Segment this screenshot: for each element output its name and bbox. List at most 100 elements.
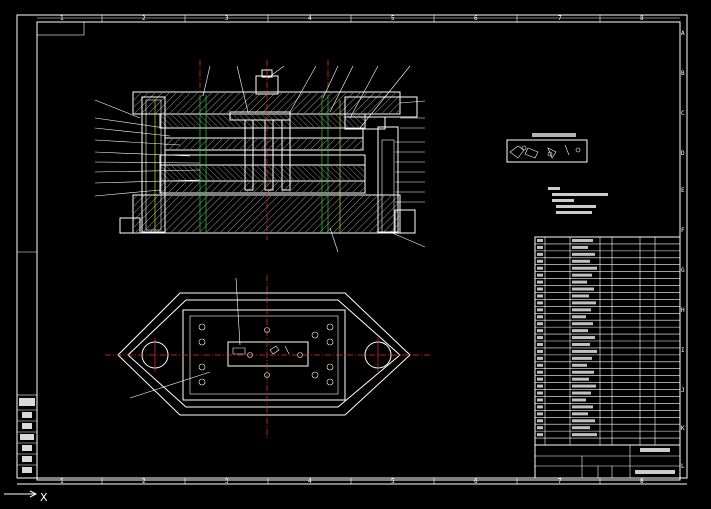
bom-row-name <box>572 412 588 416</box>
zone-row-c: C <box>681 110 685 117</box>
bom-row-number <box>537 398 543 402</box>
zone-col-8: 8 <box>640 478 644 485</box>
bom-row-name <box>572 259 590 263</box>
zone-col-2: 2 <box>142 478 146 485</box>
zone-letters-right: A B C D E F G H I J K L <box>681 30 685 470</box>
zone-row-i: I <box>681 347 685 354</box>
bom-row-name <box>572 239 593 242</box>
bom-row-number <box>537 266 543 270</box>
bom-row-number <box>537 329 543 333</box>
bom-row-name <box>572 308 591 312</box>
zone-col-7: 7 <box>558 478 562 485</box>
zone-col-5: 5 <box>391 478 395 485</box>
zone-row-j: J <box>681 387 685 394</box>
bom-row-name <box>572 356 592 360</box>
bom-row-number <box>537 405 543 409</box>
bom-row-name <box>572 315 586 319</box>
zone-numbers-bottom: 1 2 3 4 5 6 7 8 <box>60 478 644 485</box>
ucs-x-label: X <box>40 491 48 504</box>
bom-row-number <box>537 280 543 284</box>
zone-row-a: A <box>681 30 685 37</box>
bom-row-name <box>572 329 588 333</box>
zone-col-2: 2 <box>142 15 146 22</box>
bom-row-name <box>572 280 587 284</box>
bom-row-name <box>572 252 595 256</box>
bom-row-name <box>572 336 595 340</box>
title-block[interactable] <box>534 444 681 479</box>
zone-col-5: 5 <box>391 15 395 22</box>
bom-row-name <box>572 245 588 249</box>
bom-row-number <box>537 391 543 395</box>
bom-table[interactable] <box>534 236 681 446</box>
plan-view[interactable] <box>105 275 430 440</box>
bom-row-number <box>537 273 543 277</box>
zone-col-1: 1 <box>60 15 64 22</box>
zone-col-8: 8 <box>640 15 644 22</box>
bom-row-number <box>537 433 543 437</box>
section-view[interactable] <box>94 60 426 253</box>
zone-col-1: 1 <box>60 478 64 485</box>
bom-row-number <box>537 252 543 256</box>
bom-row-name <box>572 287 594 291</box>
bom-row-name <box>572 294 589 298</box>
bom-row-number <box>537 315 543 319</box>
bom-row-name <box>572 301 596 305</box>
bom-row-name <box>572 384 596 388</box>
zone-row-k: K <box>681 425 685 432</box>
bom-row-number <box>537 287 543 291</box>
ucs-icon: X <box>4 490 48 504</box>
bom-row-number <box>537 412 543 416</box>
bom-row-name <box>572 419 595 423</box>
bom-row-number <box>537 239 543 242</box>
technical-notes <box>548 187 608 214</box>
bom-row-number <box>537 349 543 353</box>
zone-row-f: F <box>681 227 685 234</box>
zone-row-h: H <box>681 307 685 314</box>
bom-row-number <box>537 419 543 423</box>
zone-row-g: G <box>681 267 685 274</box>
zone-col-6: 6 <box>474 478 478 485</box>
bom-row-number <box>537 343 543 346</box>
bom-row-name <box>572 343 590 346</box>
bom-row-name <box>572 322 593 326</box>
bom-row-number <box>537 294 543 298</box>
bom-row-number <box>537 308 543 312</box>
bom-row-number <box>537 384 543 388</box>
bom-row-name <box>572 377 589 381</box>
zone-col-4: 4 <box>308 478 312 485</box>
bom-row-number <box>537 245 543 249</box>
bom-row-name <box>572 398 586 402</box>
zone-row-e: E <box>681 187 685 194</box>
bom-row-name <box>572 273 592 277</box>
left-side-block <box>16 251 38 479</box>
bom-row-name <box>572 349 597 353</box>
bom-row-number <box>537 377 543 381</box>
bom-row-number <box>537 301 543 305</box>
bom-row-name <box>572 363 587 367</box>
drawing-frame <box>16 14 688 485</box>
zone-row-d: D <box>681 150 685 157</box>
bom-row-number <box>537 426 543 430</box>
zone-row-l: L <box>681 463 685 470</box>
bom-row-name <box>572 426 590 430</box>
bom-row-name <box>572 391 591 395</box>
zone-col-3: 3 <box>225 15 229 22</box>
strip-layout-view[interactable] <box>506 133 588 163</box>
zone-col-3: 3 <box>225 478 229 485</box>
bom-row-number <box>537 363 543 367</box>
bom-row-name <box>572 370 594 374</box>
zone-col-7: 7 <box>558 15 562 22</box>
bom-row-name <box>572 405 593 409</box>
bom-row-number <box>537 259 543 263</box>
zone-row-b: B <box>681 70 685 77</box>
zone-numbers-top: 1 2 3 4 5 6 7 8 <box>60 15 644 22</box>
zone-col-6: 6 <box>474 15 478 22</box>
bom-row-name <box>572 433 597 437</box>
bom-row-number <box>537 356 543 360</box>
zone-col-4: 4 <box>308 15 312 22</box>
bom-row-number <box>537 336 543 340</box>
bom-row-name <box>572 266 597 270</box>
bom-row-number <box>537 370 543 374</box>
bom-row-number <box>537 322 543 326</box>
